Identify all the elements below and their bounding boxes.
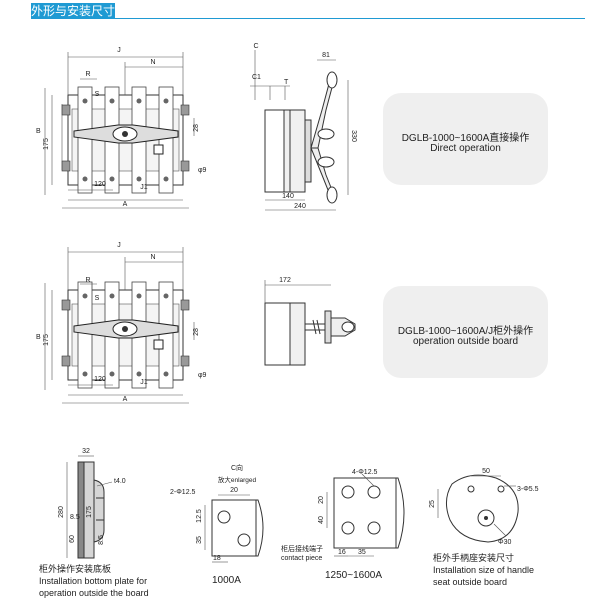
dim-phi9-2: φ9 [198, 372, 207, 379]
dim-2phi12.5: 2-Φ12.5 [170, 489, 196, 496]
desc-direct: Direct operation [430, 143, 501, 154]
side-view-outside-dims [264, 280, 331, 303]
section-rule [115, 18, 585, 19]
dim-J1-2: J1 [140, 379, 148, 386]
dim-J: J [117, 47, 121, 54]
handle-seat-dims [437, 475, 516, 537]
dim-R: R [85, 71, 90, 78]
dim-280: 280 [58, 506, 65, 518]
enlarged-label: 放大enlarged [218, 475, 257, 484]
dim-S-2: S [95, 295, 100, 302]
outside-operation-label: DGLB-1000~1600A/J柜外操作 operation outside … [383, 286, 548, 378]
dim-B: B [36, 128, 41, 135]
contact-1000a-caption: 1000A [212, 575, 241, 586]
section-title: 外形与安装尺寸 [31, 3, 116, 19]
dim-8.5-b: 8.5 [98, 535, 105, 545]
dim-28-2: 28 [193, 328, 200, 336]
model-name-direct: DGLB-1000~1600A直接操作 [401, 133, 530, 144]
dim-20-1000: 20 [230, 487, 238, 494]
contact-1000a-drawing [211, 499, 264, 557]
front-view-outside [61, 281, 190, 389]
dim-175: 175 [43, 138, 50, 150]
dim-phi9: φ9 [198, 167, 207, 174]
plate-caption: 柜外操作安装底板 Installation bottom plate for o… [39, 563, 179, 599]
front-view-outside-dims [44, 247, 195, 404]
dim-35-1600: 35 [358, 549, 366, 556]
dim-120-2: 120 [94, 376, 106, 383]
dim-t4: t4.0 [114, 478, 126, 485]
bottom-plate-dims [66, 455, 113, 558]
contact-piece-label: 柜后接线端子 contact piece [281, 545, 323, 563]
contact-piece-cn: 柜后接线端子 [281, 546, 323, 553]
dim-20-1600: 20 [318, 496, 325, 504]
plate-caption-en1: Installation bottom plate for [39, 576, 148, 586]
dim-50: 50 [482, 468, 490, 475]
dim-N-2: N [150, 254, 155, 261]
bottom-plate-drawing [77, 461, 105, 559]
dim-35-1000: 35 [196, 536, 203, 544]
dim-140: 140 [282, 193, 294, 200]
dim-J1: J1 [140, 184, 148, 191]
dim-240: 240 [294, 203, 306, 210]
contact-piece-en: contact piece [281, 555, 323, 562]
side-view-direct-dims [250, 50, 349, 211]
dim-3phi5.5: 3-Φ5.5 [517, 486, 539, 493]
dim-A: A [123, 201, 128, 208]
dim-32: 32 [82, 448, 90, 455]
side-view-outside [264, 302, 356, 366]
dim-60: 60 [69, 535, 76, 543]
dim-175-2: 175 [43, 334, 50, 346]
dim-172: 172 [279, 277, 291, 284]
handle-caption-en2: seat outside board [433, 577, 508, 587]
dim-C: C [253, 43, 258, 50]
contact-1600a-caption: 1250~1600A [325, 570, 383, 581]
side-view-direct [264, 71, 338, 204]
front-view-direct-dims [44, 52, 195, 209]
front-view-direct [61, 86, 190, 194]
plate-caption-en2: operation outside the board [39, 588, 149, 598]
dim-81: 81 [322, 52, 330, 59]
dim-B-2: B [36, 334, 41, 341]
model-name-outside: DGLB-1000~1600A/J柜外操作 [397, 326, 534, 337]
dim-25: 25 [429, 500, 436, 508]
dim-4phi12.5: 4-Φ12.5 [352, 469, 378, 476]
dim-S: S [95, 91, 100, 98]
dim-J-2: J [117, 242, 121, 249]
contact-1000a-dims [204, 494, 250, 563]
dim-18: 18 [213, 555, 221, 562]
desc-outside: operation outside board [412, 336, 519, 347]
dim-phi30: Φ30 [498, 539, 511, 546]
handle-caption-cn: 柜外手柄座安装尺寸 [433, 553, 515, 563]
dim-A-2: A [123, 396, 128, 403]
dim-R-2: R [85, 277, 90, 284]
contact-1600a-drawing [333, 477, 405, 549]
dim-T: T [284, 79, 289, 86]
handle-caption-en1: Installation size of handle [433, 565, 535, 575]
dim-330: 330 [350, 130, 357, 142]
plate-caption-cn: 柜外操作安装底板 [39, 564, 112, 574]
contact-1600a-dims [326, 473, 375, 557]
view-c-label: C向 [231, 463, 243, 472]
handle-caption: 柜外手柄座安装尺寸 Installation size of handle se… [433, 552, 563, 588]
dim-8.5-a: 8.5 [70, 514, 80, 521]
dim-16: 16 [338, 549, 346, 556]
dim-120: 120 [94, 181, 106, 188]
direct-operation-label: DGLB-1000~1600A直接操作 Direct operation [383, 93, 548, 185]
dim-12.5: 12.5 [196, 509, 203, 523]
dim-175-plate: 175 [86, 506, 93, 518]
dim-28: 28 [193, 124, 200, 132]
dim-N: N [150, 59, 155, 66]
dim-40: 40 [318, 516, 325, 524]
handle-seat-drawing [446, 474, 519, 543]
dim-C1: C1 [252, 74, 261, 81]
